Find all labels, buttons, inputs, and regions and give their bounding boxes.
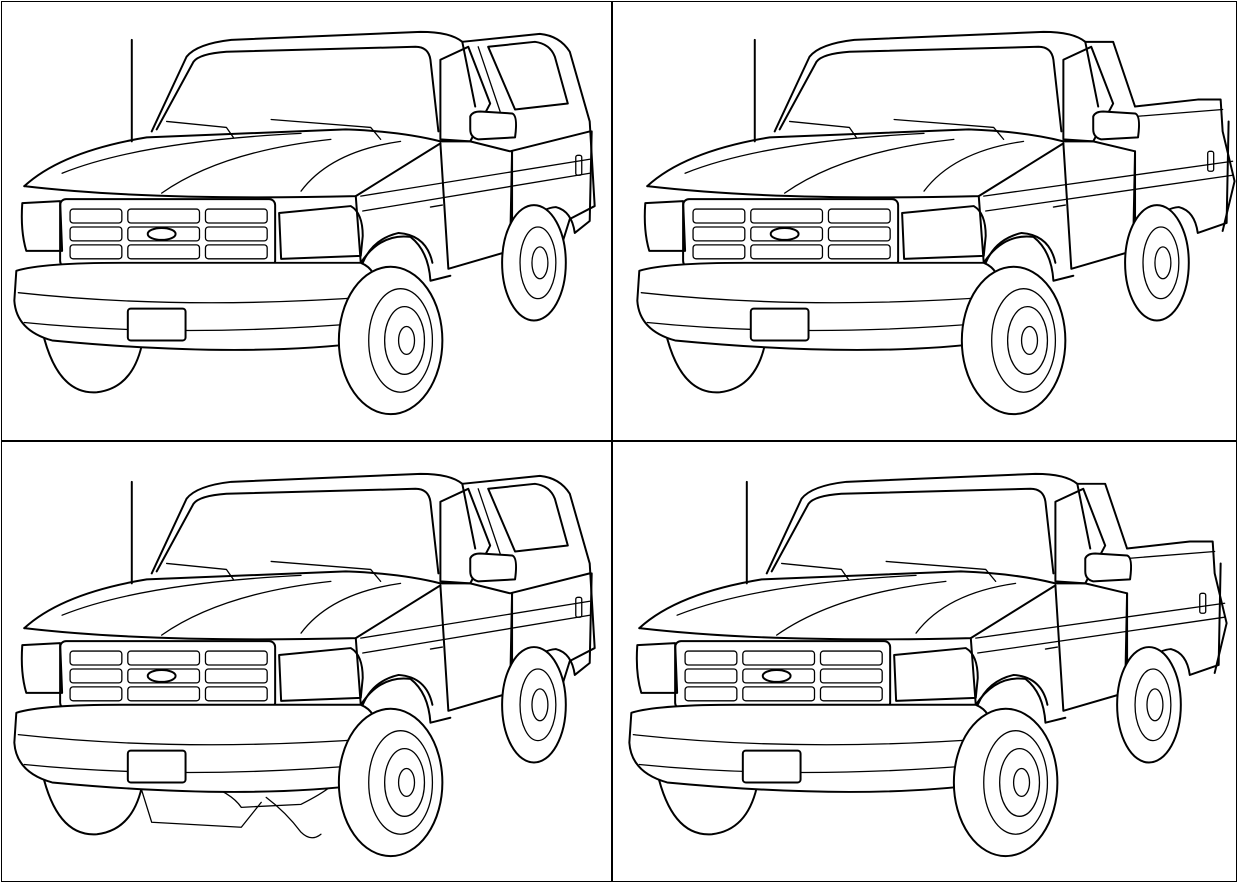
- suv-truck-drawing: [13, 30, 596, 416]
- truck-suv-topper-panel: [1, 1, 612, 441]
- pickup-truck-drawing: [636, 30, 1236, 416]
- truck-pickup-long-panel: [612, 441, 1237, 882]
- suv-offroad-truck-drawing: [13, 472, 596, 858]
- truck-pickup-panel: [612, 1, 1237, 441]
- truck-suv-offroad-panel: [1, 441, 612, 882]
- pickup-long-truck-drawing: [628, 472, 1228, 858]
